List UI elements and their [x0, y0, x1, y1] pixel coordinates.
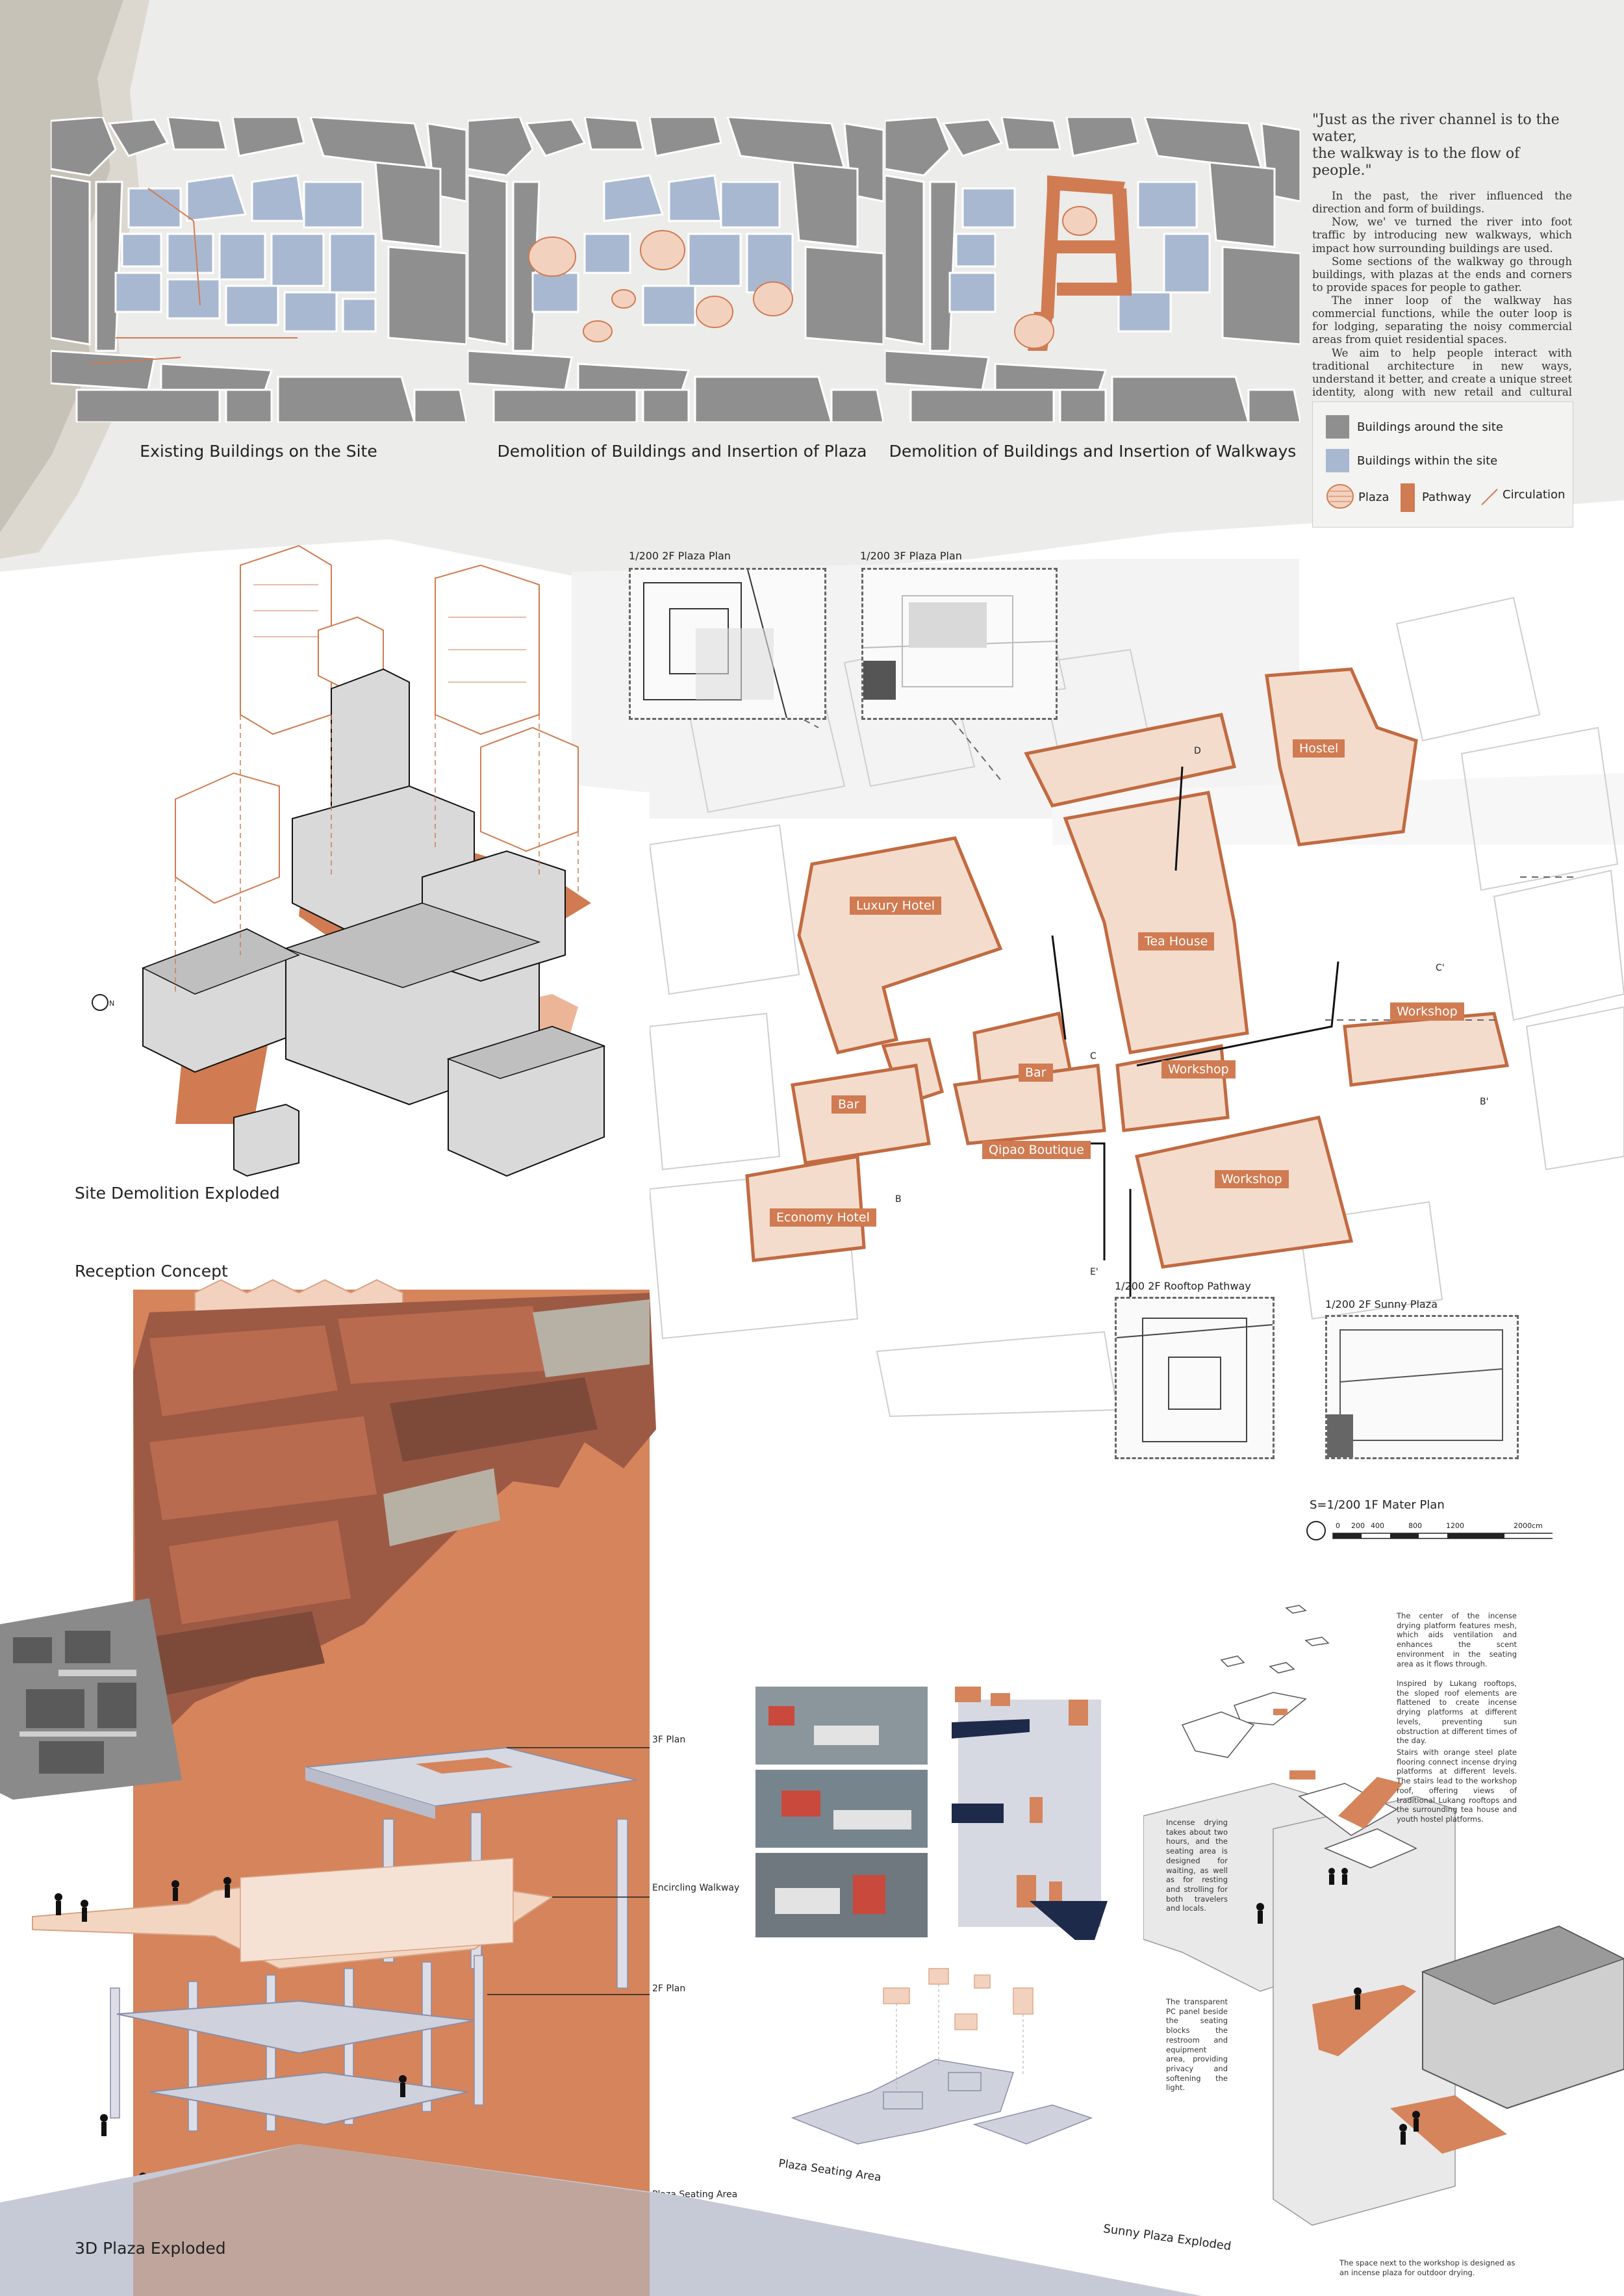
north-arrow-icon: [92, 994, 108, 1011]
inset-drawing: [643, 569, 787, 719]
quote-paragraph: We aim to help people interact with trad…: [1312, 346, 1572, 412]
bottom-grey-wedge: [0, 2144, 1202, 2296]
room-luxury-hotel: Luxury Hotel: [850, 897, 942, 915]
sunny-note: Inspired by Lukang rooftops, the sloped …: [1397, 1679, 1517, 1746]
aerial-photo: [0, 1598, 182, 1800]
legend-plaza: Plaza: [1358, 491, 1389, 504]
reception-title: Reception Concept: [75, 1262, 228, 1281]
room-workshop: Workshop: [1390, 1002, 1464, 1021]
map-demolition-walkways: [885, 117, 1300, 422]
north-label: N: [109, 999, 115, 1008]
legend-buildings-around: Buildings around the site: [1357, 420, 1503, 434]
inset-rooftop-pathway: [1115, 1297, 1275, 1459]
rooftop-collage: [133, 1279, 656, 1741]
inset-rooftop-title: 1/200 2F Rooftop Pathway: [1115, 1280, 1251, 1292]
map-existing-buildings: [51, 117, 466, 422]
sunny-note: The transparent PC panel beside the seat…: [1166, 1997, 1228, 2093]
room-tea-house: Tea House: [1138, 932, 1215, 950]
legend-pathway: Pathway: [1422, 491, 1471, 504]
plan-scale-title: S=1/200 1F Mater Plan: [1310, 1498, 1445, 1512]
site-demolition-caption: Site Demolition Exploded: [75, 1184, 280, 1203]
quote-headline: "Just as the river channel is to the wat…: [1312, 112, 1560, 179]
site-demolition-axonometric: [142, 544, 606, 1177]
layer-label-2f: 2F Plan: [652, 1983, 686, 1994]
facade-abstraction: [952, 1687, 1108, 1940]
quote-paragraph: In the past, the river influenced the di…: [1312, 190, 1572, 216]
section-mark: C': [1436, 963, 1445, 973]
room-economy-hotel: Economy Hotel: [770, 1208, 876, 1227]
layer-label-walkway: Encircling Walkway: [652, 1883, 740, 1893]
panel2-caption: Demolition of Buildings and Insertion of…: [497, 442, 867, 461]
quote-paragraph: Some sections of the walkway go through …: [1312, 255, 1572, 294]
north-arrow: N: [90, 993, 118, 1012]
section-mark: D: [1194, 746, 1201, 756]
panel1-caption: Existing Buildings on the Site: [140, 442, 377, 461]
scale-tick: 0: [1336, 1522, 1340, 1530]
room-workshop: Workshop: [1161, 1060, 1236, 1078]
inset-2f-plaza-title: 1/200 2F Plaza Plan: [629, 550, 731, 562]
legend-blue-swatch: [1326, 449, 1349, 472]
legend-circulation-swatch: [1481, 489, 1498, 505]
section-mark: B': [1480, 1097, 1489, 1107]
inset-sunny-title: 1/200 2F Sunny Plaza: [1325, 1298, 1438, 1310]
scale-bar: [1306, 1521, 1553, 1540]
legend-pathway-swatch: [1401, 483, 1415, 512]
scale-tick: 1200: [1446, 1522, 1464, 1530]
legend-grey-swatch: [1326, 415, 1349, 439]
sunny-note: The space next to the workshop is design…: [1339, 2258, 1516, 2277]
inset-2f-plaza-plan: [629, 568, 826, 720]
inset-drawing: [1116, 1318, 1273, 1442]
scale-tick: 400: [1371, 1522, 1384, 1530]
inset-sunny-plaza: [1325, 1315, 1519, 1459]
room-qipao-boutique: Qipao Boutique: [982, 1141, 1091, 1159]
sunny-plaza-exploded-drawing: [1143, 1605, 1624, 2226]
room-bar: Bar: [831, 1095, 866, 1114]
map-demolition-plaza: [468, 117, 883, 422]
section-mark: C: [1090, 1051, 1097, 1062]
legend-plaza-swatch: [1326, 484, 1354, 509]
layer-label-3f: 3F Plan: [652, 1735, 686, 1745]
inset-drawing: [863, 595, 1056, 700]
sunny-note: The center of the incense drying platfor…: [1397, 1611, 1517, 1668]
section-mark: E': [1090, 1267, 1098, 1277]
scale-tick: 200: [1351, 1522, 1365, 1530]
inset-3f-plaza-title: 1/200 3F Plaza Plan: [860, 550, 962, 562]
panel3-caption: Demolition of Buildings and Insertion of…: [889, 442, 1297, 461]
inset-3f-plaza-plan: [861, 568, 1058, 720]
room-hostel: Hostel: [1293, 739, 1345, 758]
sunny-note: Incense drying takes about two hours, an…: [1166, 1818, 1228, 1913]
sunny-note: Stairs with orange steel plate flooring …: [1397, 1748, 1517, 1824]
quote-paragraph: The inner loop of the walkway has commer…: [1312, 294, 1572, 346]
street-photos: [755, 1687, 928, 1937]
plaza-exploded-caption: 3D Plaza Exploded: [75, 2239, 226, 2258]
inset-drawing: [1327, 1329, 1503, 1457]
room-workshop: Workshop: [1215, 1170, 1289, 1188]
room-bar: Bar: [1019, 1064, 1053, 1082]
quote-paragraph: Now, we' ve turned the river into foot t…: [1312, 216, 1572, 255]
quote-body: In the past, the river influenced the di…: [1312, 190, 1572, 412]
legend-buildings-within: Buildings within the site: [1357, 454, 1498, 468]
map-legend: Buildings around the site Buildings with…: [1312, 402, 1573, 528]
scale-tick: 800: [1408, 1522, 1422, 1530]
plaza-seating-axo: [791, 1968, 1093, 2145]
legend-circulation: Circulation: [1503, 488, 1566, 502]
scale-tick: 2000cm: [1514, 1522, 1543, 1530]
compass-icon: [1306, 1521, 1326, 1540]
section-mark: B: [895, 1194, 902, 1205]
